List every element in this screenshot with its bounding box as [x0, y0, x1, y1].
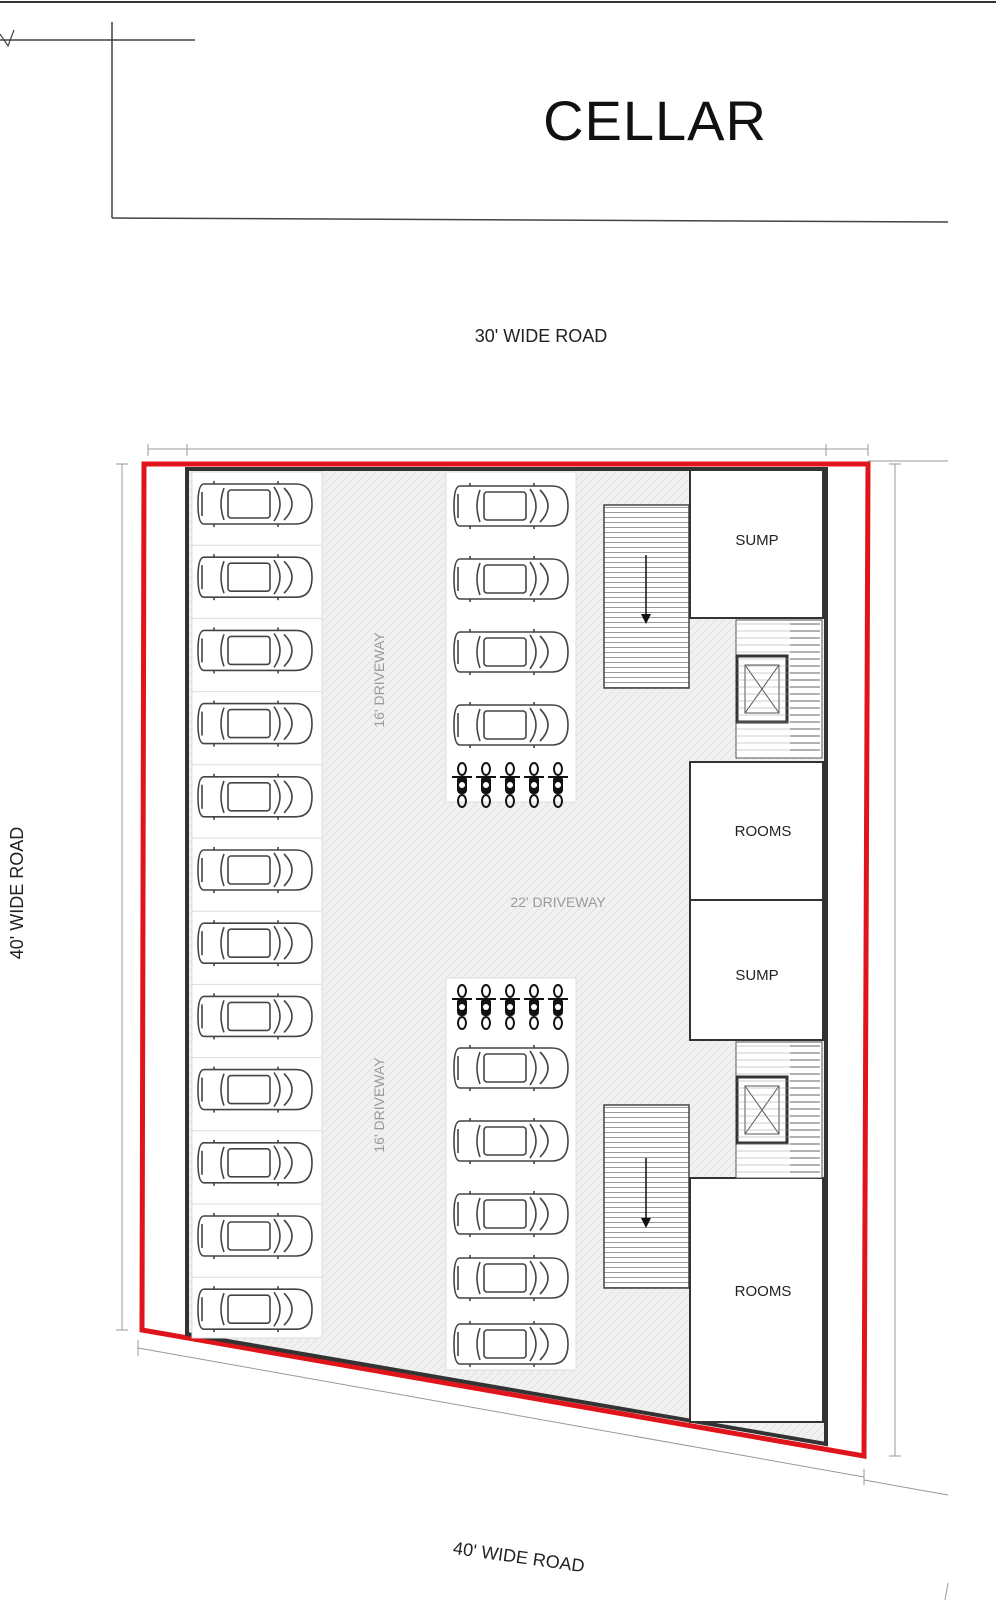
parked-bikes — [452, 762, 568, 1030]
room-rooms-lower — [689, 1177, 824, 1423]
car-icon — [197, 1066, 313, 1113]
room-label-sump-upper: SUMP — [735, 532, 778, 549]
car-icon — [453, 702, 569, 748]
car-icon — [197, 700, 313, 747]
car-icon — [197, 847, 313, 893]
bike-icon — [452, 762, 472, 808]
dimension-lines — [116, 444, 949, 1600]
room-sump-upper — [689, 469, 824, 619]
bike-icon — [500, 762, 520, 808]
car-icon — [453, 1191, 569, 1237]
car-icon — [197, 554, 313, 601]
bike-icon — [548, 984, 568, 1030]
bike-icon — [452, 984, 472, 1030]
stair-core-upper — [735, 619, 823, 759]
room-label-rooms-lower: ROOMS — [735, 1283, 792, 1300]
car-icon — [197, 1286, 313, 1333]
bike-icon — [500, 984, 520, 1030]
parked-cars — [192, 471, 569, 1367]
bike-icon — [524, 762, 544, 808]
car-icon — [197, 1139, 313, 1186]
bike-icon — [524, 984, 544, 1030]
bike-icon — [476, 762, 496, 808]
ramp-upper — [603, 504, 690, 689]
car-icon — [453, 483, 569, 529]
bike-icon — [476, 984, 496, 1030]
stair-core-lower — [735, 1041, 823, 1179]
title-block — [0, 22, 949, 223]
service-rooms — [689, 469, 824, 1423]
driveway-label-upper: 16' DRIVEWAY — [371, 632, 387, 728]
room-label-sump-lower: SUMP — [735, 967, 778, 984]
car-icon — [453, 1255, 569, 1301]
car-icon — [197, 773, 313, 820]
car-icon — [197, 993, 313, 1040]
car-icon — [453, 629, 569, 675]
road-label-top: 30' WIDE ROAD — [475, 326, 607, 346]
car-icon — [453, 1118, 569, 1164]
room-rooms-upper — [689, 761, 824, 901]
room-label-rooms-upper: ROOMS — [735, 823, 792, 840]
car-icon — [197, 481, 313, 527]
car-icon — [197, 627, 313, 674]
bike-icon — [548, 762, 568, 808]
page-title: CELLAR — [543, 89, 767, 152]
car-icon — [197, 1213, 313, 1259]
room-sump-lower — [689, 899, 824, 1041]
driveway-label-lower: 16' DRIVEWAY — [371, 1057, 387, 1153]
ramp-lower — [603, 1104, 690, 1289]
car-icon — [453, 1321, 569, 1367]
road-label-left: 40' WIDE ROAD — [7, 827, 27, 959]
parking-bays — [191, 471, 577, 1371]
car-icon — [453, 556, 569, 602]
road-label-bottom: 40' WIDE ROAD — [452, 1538, 586, 1576]
car-icon — [453, 1045, 569, 1091]
car-icon — [197, 920, 313, 967]
plot-boundary — [139, 461, 871, 1459]
driveway-label-center: 22' DRIVEWAY — [510, 894, 606, 910]
